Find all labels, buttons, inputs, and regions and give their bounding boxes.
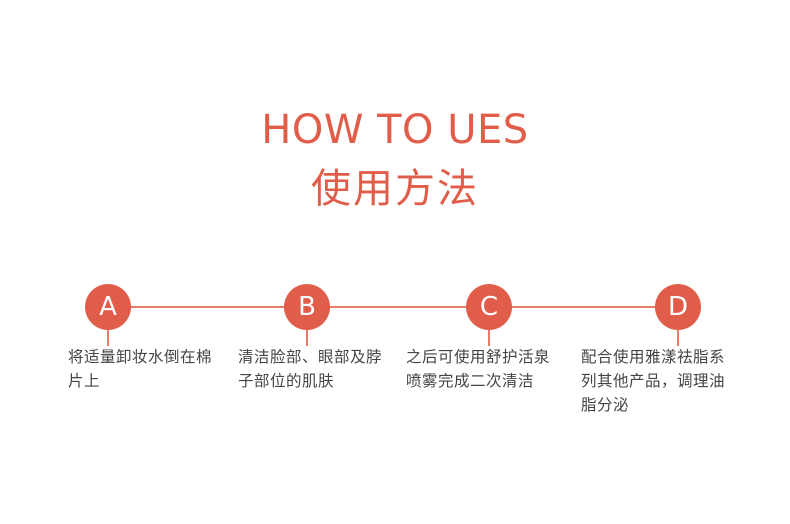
timeline-line [107, 306, 678, 308]
step-d-connector [677, 330, 679, 346]
step-b-connector [306, 330, 308, 346]
title-english: HOW TO UES [261, 107, 529, 153]
step-b-text: 清洁脸部、眼部及脖子部位的肌肤 [238, 348, 383, 390]
step-a-badge: A [85, 284, 131, 330]
step-a-text: 将适量卸妆水倒在棉片上 [68, 348, 213, 390]
title-chinese: 使用方法 [311, 166, 479, 212]
step-a-connector [107, 330, 109, 346]
step-b-badge: B [284, 284, 330, 330]
step-c-text: 之后可使用舒护活泉喷雾完成二次清洁 [406, 348, 551, 390]
step-c-connector [488, 330, 490, 346]
step-c-badge: C [466, 284, 512, 330]
step-d-badge: D [655, 284, 701, 330]
step-d-text: 配合使用雅漾祛脂系列其他产品，调理油脂分泌 [581, 348, 726, 414]
